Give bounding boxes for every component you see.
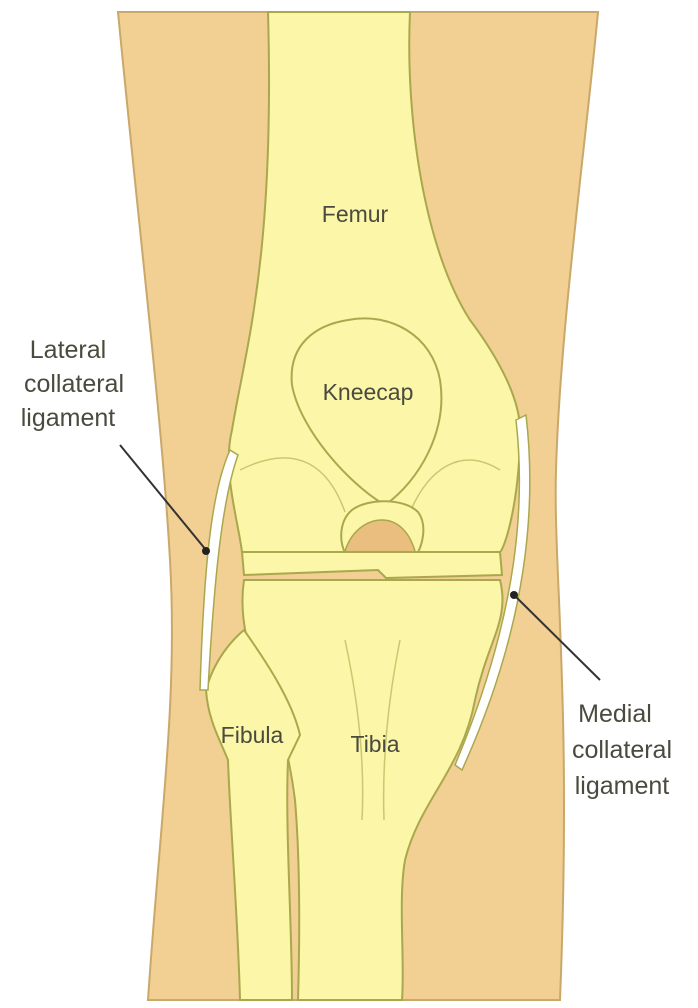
kneecap-label: Kneecap (323, 379, 414, 405)
medial-ligament-label-line1: Medial (578, 700, 652, 728)
medial-pointer-dot (510, 591, 518, 599)
medial-ligament-label-line3: ligament (575, 772, 670, 800)
lateral-ligament-label-line1: Lateral (30, 336, 106, 364)
lateral-pointer-dot (202, 547, 210, 555)
medial-ligament-label-line2: collateral (572, 736, 672, 764)
fibula-label: Fibula (221, 722, 284, 748)
tibia-label: Tibia (351, 731, 400, 757)
femur-label: Femur (322, 201, 389, 227)
lateral-ligament-label-line3: ligament (21, 404, 116, 432)
lateral-ligament-label-line2: collateral (24, 370, 124, 398)
